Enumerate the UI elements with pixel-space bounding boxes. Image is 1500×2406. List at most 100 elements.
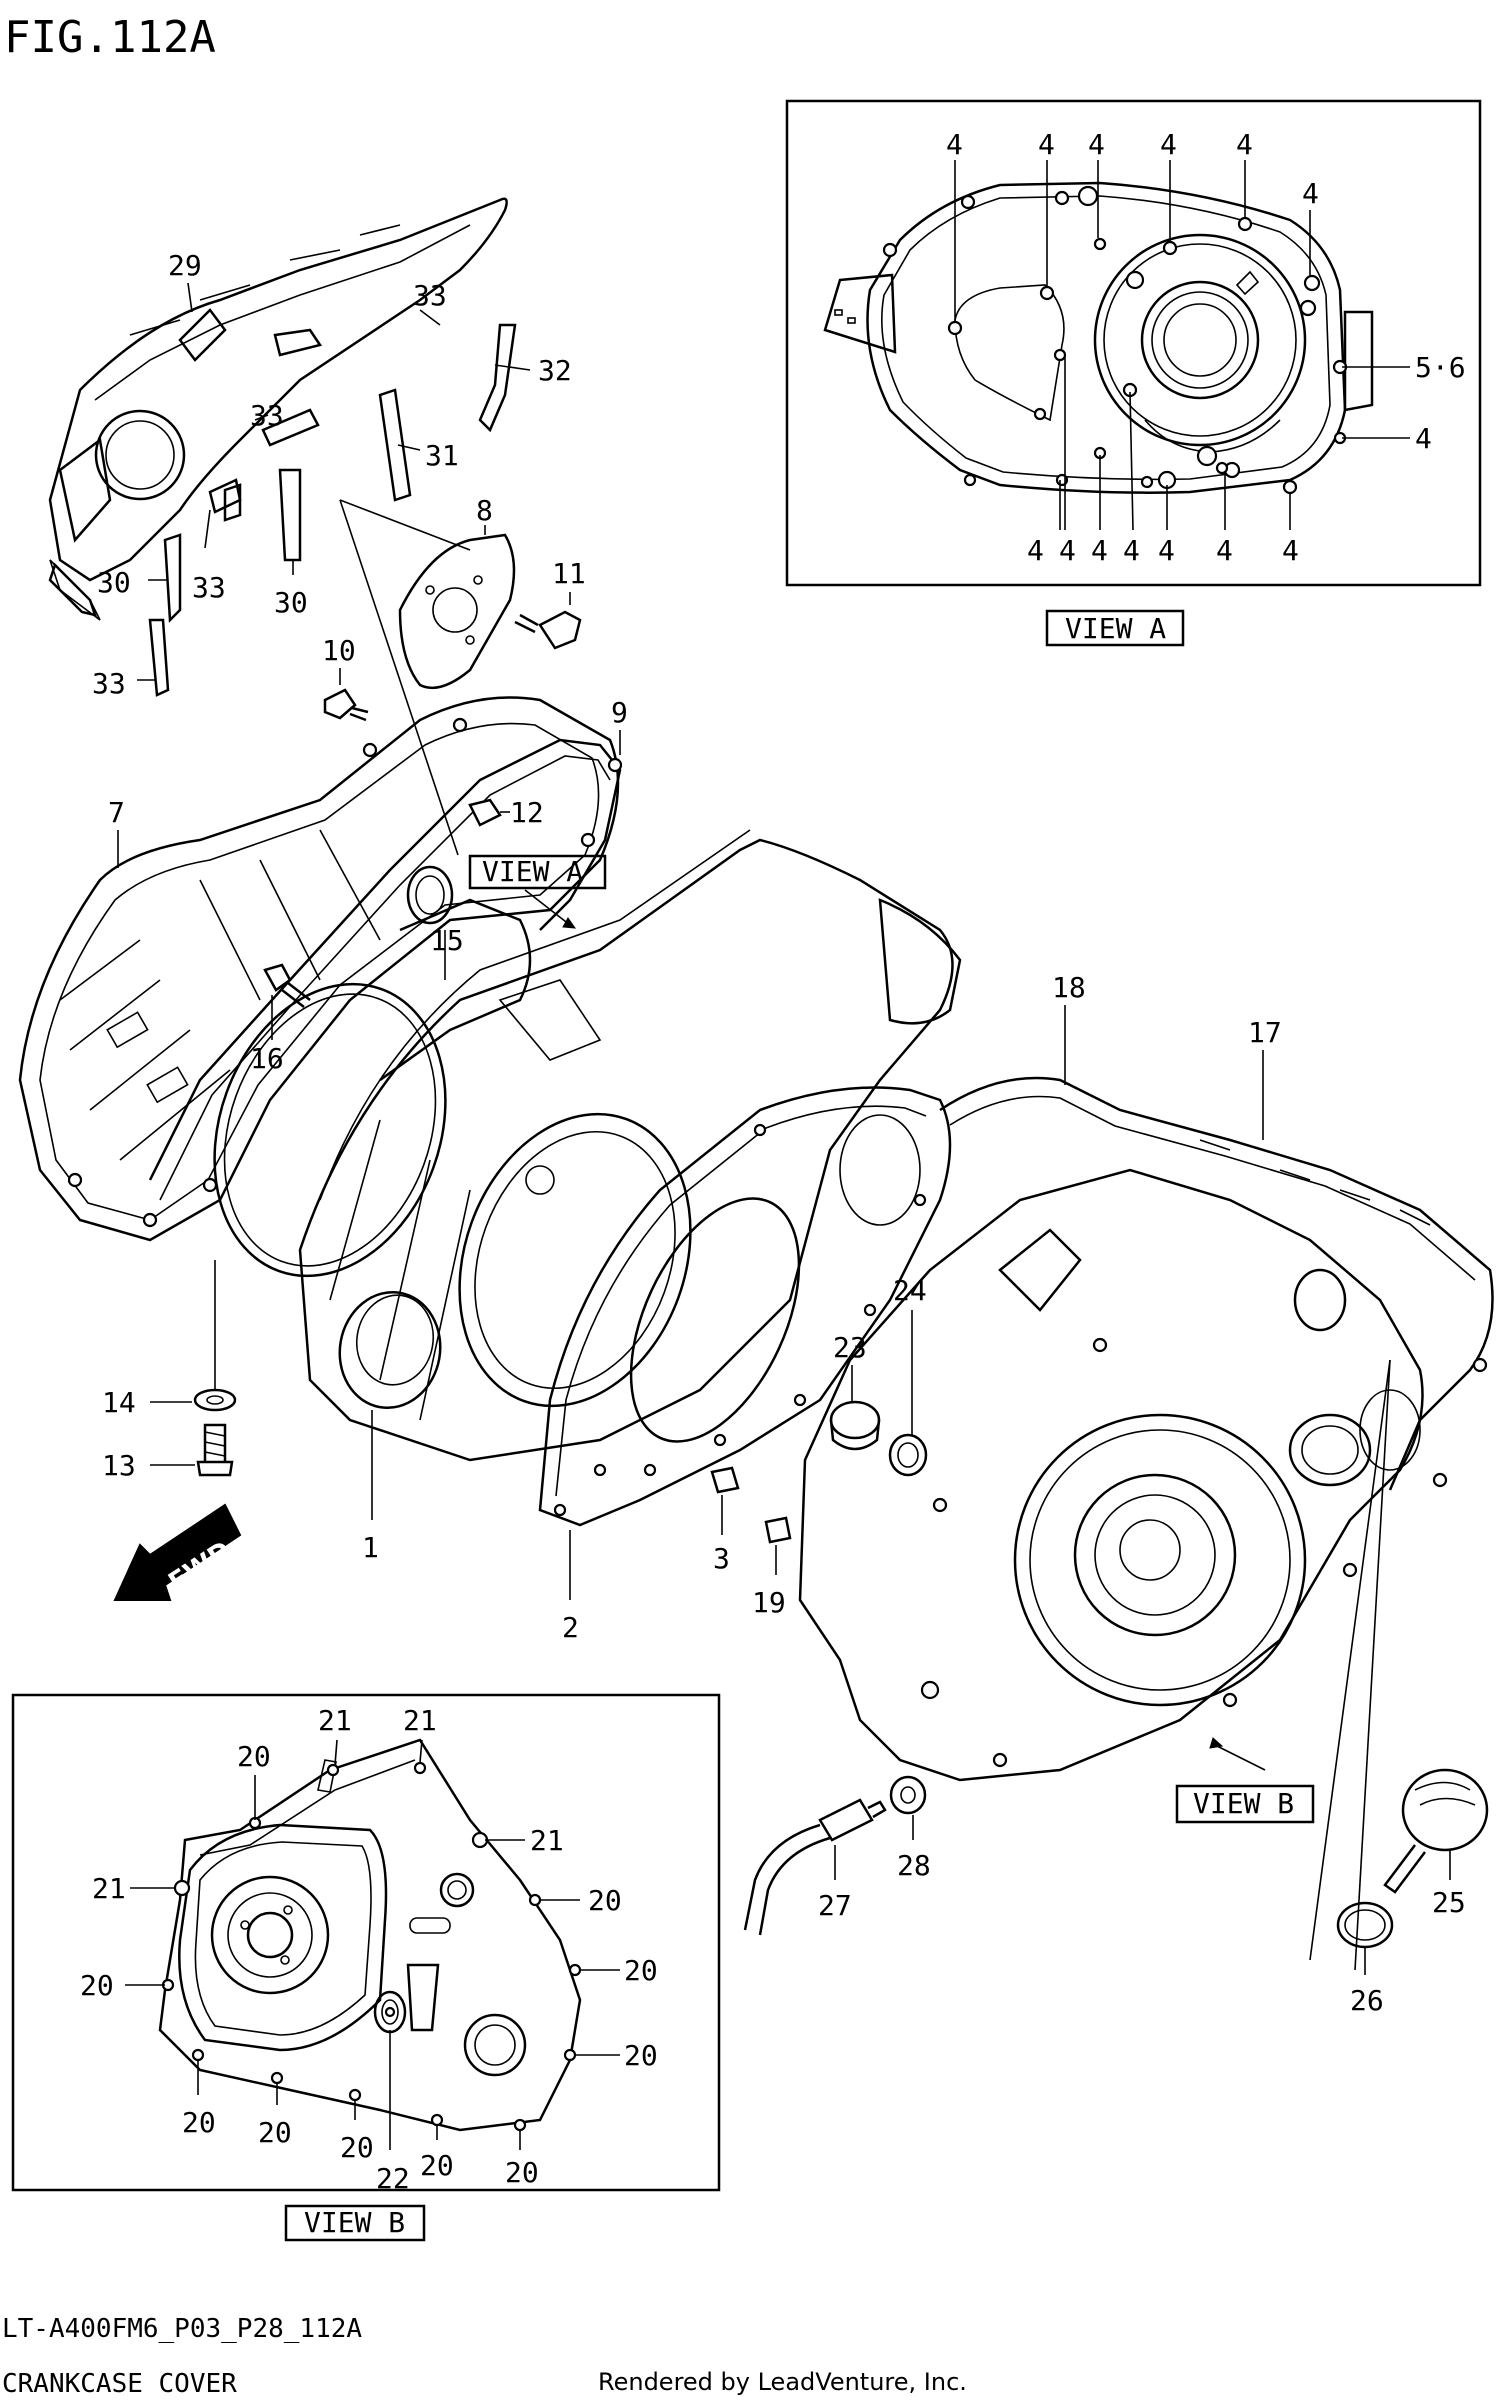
callout-20: 20 <box>420 2149 454 2182</box>
callout-20: 20 <box>182 2106 216 2139</box>
callout-4: 4 <box>1160 128 1177 161</box>
callout-4: 4 <box>1038 128 1055 161</box>
view-b-label: VIEW B <box>304 2206 405 2239</box>
part-9-gasket <box>148 738 623 1201</box>
callout-4: 4 <box>1158 534 1175 567</box>
callout-4: 4 <box>1302 177 1319 210</box>
callout-18: 18 <box>1052 971 1086 1004</box>
callout-17: 17 <box>1248 1016 1282 1049</box>
callout-4: 4 <box>1027 534 1044 567</box>
callout-4: 4 <box>946 128 963 161</box>
callout-9: 9 <box>611 696 628 729</box>
view-b-frame <box>11 1693 721 2192</box>
view-a-inset: 4 4 4 4 4 4 5·6 4 4 4 4 4 4 4 4 <box>785 99 1482 587</box>
callout-22: 22 <box>376 2162 410 2195</box>
part-10-bolt <box>323 688 369 722</box>
part-2-gasket <box>538 1086 952 1527</box>
callout-8: 8 <box>476 494 493 527</box>
part-27-sensor <box>743 1798 887 1936</box>
callout-4: 4 <box>1088 128 1105 161</box>
callout-21: 21 <box>403 1704 437 1737</box>
callout-5-6: 5·6 <box>1415 351 1466 384</box>
callout-20: 20 <box>80 1969 114 2002</box>
part-24-oring <box>888 1433 928 1477</box>
part-18-17-right-cover <box>798 1076 1494 1782</box>
drawing-name: CRANKCASE COVER <box>2 2369 237 2399</box>
part-15-seal <box>406 865 454 925</box>
callout-29: 29 <box>168 249 202 282</box>
part-23-plug <box>829 1400 881 1451</box>
view-a-pointer-box <box>468 854 607 890</box>
part-14-washer <box>193 1388 237 1412</box>
callout-10: 10 <box>322 634 356 667</box>
callout-27: 27 <box>818 1889 852 1922</box>
callout-4: 4 <box>1091 534 1108 567</box>
part-1-crankcase <box>298 829 962 1462</box>
callout-33: 33 <box>413 279 447 312</box>
view-a-pointer: VIEW A <box>482 855 583 888</box>
part-26-oring <box>1336 1901 1394 1949</box>
part-12-dowel <box>468 798 502 827</box>
callout-21: 21 <box>318 1704 352 1737</box>
callout-33: 33 <box>92 667 126 700</box>
view-a-frame <box>785 99 1482 587</box>
callout-33: 33 <box>192 571 226 604</box>
callout-20: 20 <box>237 1740 271 1773</box>
callout-20: 20 <box>624 2039 658 2072</box>
view-a-label-box <box>1045 609 1185 647</box>
callout-13: 13 <box>102 1449 136 1482</box>
callout-25: 25 <box>1432 1886 1466 1919</box>
callout-26: 26 <box>1350 1984 1384 2017</box>
view-a-bolts <box>882 185 1348 495</box>
view-a-label: VIEW A <box>1065 612 1166 645</box>
callout-31: 31 <box>425 439 459 472</box>
callout-19: 19 <box>752 1586 786 1619</box>
fwd-arrow: FWD <box>113 1503 242 1601</box>
view-b-pointer: VIEW B <box>1193 1787 1294 1820</box>
callout-20: 20 <box>624 1954 658 1987</box>
callout-24: 24 <box>893 1274 927 1307</box>
callout-11: 11 <box>552 557 586 590</box>
drawing-code: LT-A400FM6_P03_P28_112A <box>2 2314 362 2344</box>
callout-20: 20 <box>588 1884 622 1917</box>
part-11-bolt <box>514 610 582 650</box>
callout-4: 4 <box>1059 534 1076 567</box>
render-credit: Rendered by LeadVenture, Inc. <box>598 2368 967 2396</box>
part-25-dipstick <box>1383 1768 1489 1894</box>
callout-20: 20 <box>258 2116 292 2149</box>
callout-23: 23 <box>833 1331 867 1364</box>
callout-15: 15 <box>430 924 464 957</box>
callout-12: 12 <box>510 796 544 829</box>
callout-21: 21 <box>530 1824 564 1857</box>
part-13-bolt <box>196 1423 234 1477</box>
callout-21: 21 <box>92 1872 126 1905</box>
callout-1: 1 <box>362 1531 379 1564</box>
callout-14: 14 <box>102 1386 136 1419</box>
view-b-label-box <box>284 2204 426 2242</box>
figure-title: FIG.112A <box>4 12 216 63</box>
callout-3: 3 <box>713 1542 730 1575</box>
callout-4: 4 <box>1282 534 1299 567</box>
callout-30: 30 <box>274 586 308 619</box>
view-b-inset <box>11 1693 721 2192</box>
insulation-pads <box>48 197 517 697</box>
part-28-washer <box>889 1775 927 1815</box>
callout-28: 28 <box>897 1849 931 1882</box>
callout-20: 20 <box>505 2156 539 2189</box>
part-19-dowel <box>764 1516 792 1544</box>
callout-4: 4 <box>1123 534 1140 567</box>
callout-32: 32 <box>538 354 572 387</box>
callout-30: 30 <box>97 566 131 599</box>
callout-4: 4 <box>1415 422 1432 455</box>
callout-33: 33 <box>250 399 284 432</box>
part-8-plate <box>398 533 516 690</box>
callout-4: 4 <box>1236 128 1253 161</box>
callout-20: 20 <box>340 2131 374 2164</box>
callout-16: 16 <box>250 1042 284 1075</box>
view-b-pointer-box <box>1175 1784 1315 1824</box>
part-3-dowel <box>710 1466 740 1494</box>
callout-4: 4 <box>1216 534 1233 567</box>
callout-2: 2 <box>562 1611 579 1644</box>
callout-7: 7 <box>108 796 125 829</box>
